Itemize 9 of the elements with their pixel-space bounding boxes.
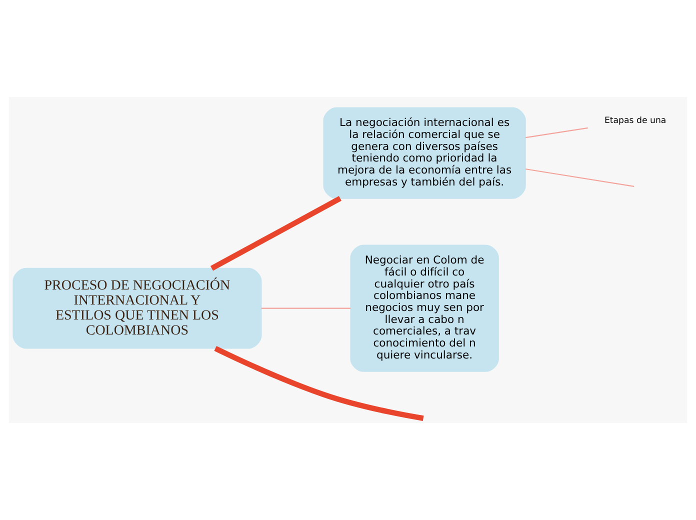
node-text: Etapas de una (604, 116, 666, 126)
node-box: PROCESO DE NEGOCIACIÓN INTERNACIONAL Y ESTILOS QUE TINEN LOS COLOMBIANOS (12, 268, 262, 349)
connector (526, 127, 588, 138)
connector (526, 168, 634, 187)
node-box: Negociar en Colom de fácil o difícil co cualquier otro país colombianos mane negocios muy sen por llevar a cabo n comerciales, a trav conocimiento del n quiere vincularse. (350, 244, 499, 372)
connector (214, 346, 424, 421)
node-box: La negociación internacional es la relación comercial que se genera con diversos países teniendo como prioridad la mejora de la economía entre las empresas y también del país. (323, 107, 526, 199)
connector (210, 196, 342, 271)
connector (261, 308, 351, 309)
